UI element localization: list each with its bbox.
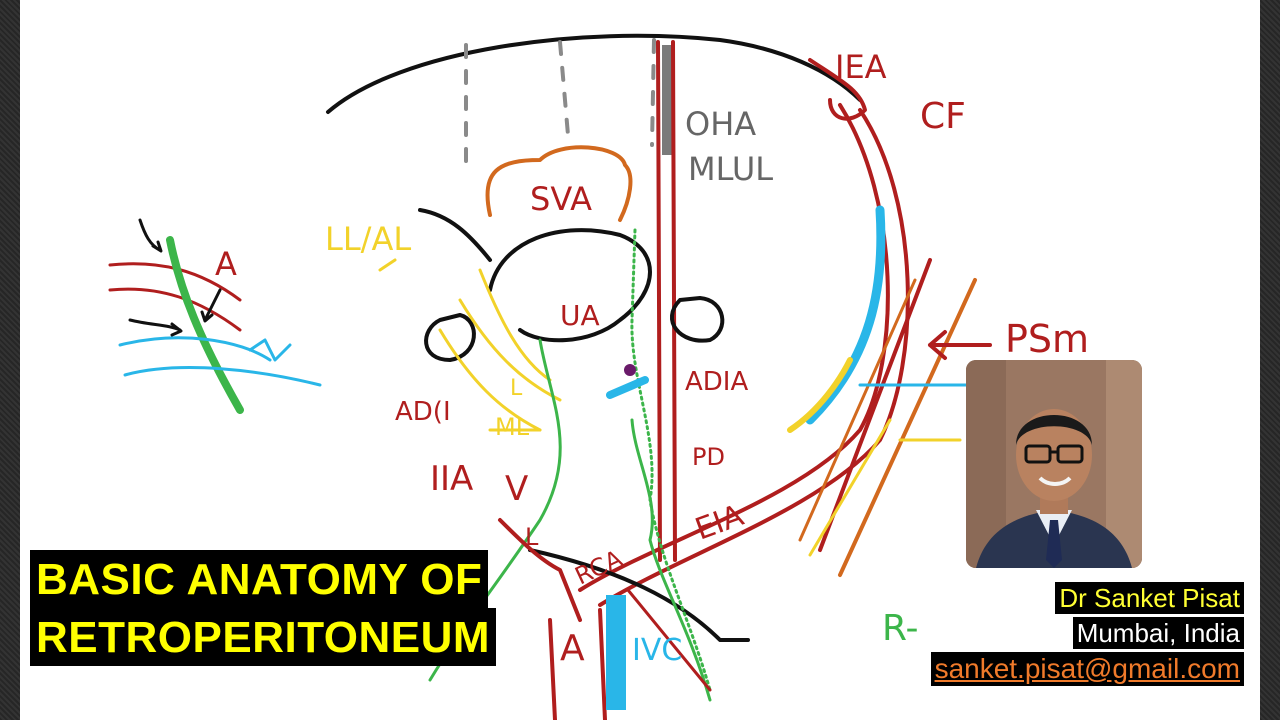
inset-blue-2 — [123, 366, 322, 387]
peritoneum-outline — [326, 33, 862, 114]
anatomy-diagram: SVA OHA MLUL IEA CF PSm LL/AL A UA ADIA … — [108, 33, 1089, 720]
curved-arrow-icon — [138, 218, 163, 253]
dashed-line-2 — [558, 40, 570, 137]
yellow-ll-2 — [458, 298, 562, 402]
label-adia: ADIA — [685, 367, 748, 397]
iea-loop — [808, 58, 867, 121]
label-a-inset: A — [215, 245, 237, 283]
eia-inner — [598, 108, 910, 607]
inset-blue-3 — [248, 338, 292, 362]
yellow-ll-1 — [438, 328, 542, 432]
ivc-outline — [626, 588, 712, 692]
inset-red-2 — [108, 287, 242, 332]
frame-edge-right — [1260, 0, 1280, 720]
uterus-outline — [488, 228, 652, 343]
presenter-photo-drawing — [966, 360, 1142, 568]
lateral-red-2 — [838, 278, 977, 577]
label-l-small: L — [510, 376, 523, 401]
label-rca: RCA — [571, 544, 627, 590]
oha-line-1 — [656, 40, 662, 562]
label-sva: SVA — [530, 180, 592, 218]
blue-small-vessel — [606, 376, 649, 399]
black-ligament — [418, 208, 492, 262]
label-iia: IIA — [430, 459, 473, 499]
curved-arrow-icon-2 — [128, 318, 183, 337]
yellow-al — [378, 258, 397, 272]
label-ua: UA — [560, 299, 600, 332]
dashed-line-3 — [650, 38, 656, 147]
curved-arrow-icon-3 — [200, 288, 222, 323]
title-line-1: BASIC ANATOMY OF — [30, 550, 489, 608]
author-email-link[interactable]: sanket.pisat@gmail.com — [930, 652, 1244, 686]
lateral-red-3 — [798, 278, 917, 542]
label-ll-al: LL/AL — [325, 220, 411, 258]
inset-blue-1 — [118, 336, 272, 362]
ureter-right-solid — [630, 418, 712, 702]
label-v: V — [505, 469, 528, 509]
title-line-2: RETROPERITONEUM — [30, 608, 497, 666]
yellow-ll-3 — [478, 268, 552, 382]
black-lower-outline — [528, 548, 750, 642]
red-iia — [498, 518, 582, 622]
label-r-dash: R- — [882, 608, 919, 649]
yellow-band-right — [787, 357, 853, 433]
frame-edge-left — [0, 0, 20, 720]
label-oha: OHA — [685, 105, 756, 143]
label-ml: ML — [495, 413, 530, 441]
ovary-right — [669, 296, 725, 343]
label-pd: PD — [692, 443, 725, 471]
purple-dot — [624, 364, 636, 376]
red-aorta-right — [598, 608, 607, 720]
label-cf: CF — [920, 96, 966, 137]
author-block: Dr Sanket Pisat Mumbai, India sanket.pis… — [930, 582, 1244, 686]
presenter-photo — [966, 360, 1142, 568]
blue-vessel-right — [805, 205, 886, 425]
gray-band — [662, 45, 672, 155]
label-l: L — [525, 523, 539, 551]
label-psm: PSm — [1005, 317, 1089, 361]
title-block: BASIC ANATOMY OF RETROPERITONEUM — [30, 550, 497, 666]
author-name: Dr Sanket Pisat — [1055, 582, 1244, 614]
label-iea: IEA — [835, 48, 887, 86]
label-eia: EIA — [691, 498, 749, 548]
arrow-left-icon — [928, 330, 992, 360]
label-a-aorta: A — [560, 628, 585, 669]
ivc-hatch — [606, 595, 626, 710]
inset-green — [166, 236, 244, 414]
label-ad-ii: AD(I — [395, 397, 451, 427]
ovary-left — [424, 313, 476, 362]
author-location: Mumbai, India — [1072, 617, 1244, 649]
yellow-lateral-1 — [808, 418, 892, 557]
whiteboard: SVA OHA MLUL IEA CF PSm LL/AL A UA ADIA … — [20, 0, 1260, 720]
lateral-red-1 — [818, 258, 932, 552]
oha-line-2 — [671, 40, 677, 562]
sva-fascia — [485, 145, 633, 222]
red-aorta-left — [548, 618, 557, 720]
label-ivc: IVC — [632, 633, 682, 668]
label-mlul: MLUL — [688, 150, 773, 188]
